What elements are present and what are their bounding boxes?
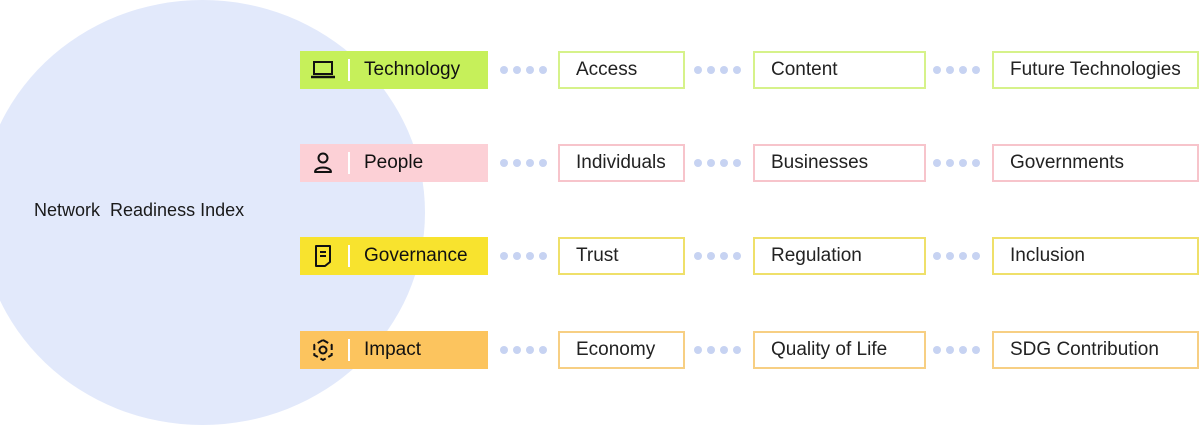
- pillar-separator: [348, 245, 350, 267]
- pillar-impact: Impact: [300, 331, 488, 369]
- sub-pillar-box: Regulation: [753, 237, 926, 275]
- pillar-technology: Technology: [300, 51, 488, 89]
- pillar-row-governance: Governance Trust Regulation Inclusion: [0, 237, 1200, 277]
- target-icon: [308, 331, 338, 369]
- pillar-row-people: People Individuals Businesses Government…: [0, 144, 1200, 184]
- connector-dots: [933, 159, 980, 167]
- connector-dots: [933, 66, 980, 74]
- connector-dots: [694, 66, 741, 74]
- nri-title: Network Readiness Index: [34, 200, 245, 220]
- connector-dots: [500, 159, 547, 167]
- connector-dots: [500, 252, 547, 260]
- pillar-separator: [348, 59, 350, 81]
- laptop-icon: [308, 51, 338, 89]
- pillar-separator: [348, 339, 350, 361]
- connector-dots: [694, 346, 741, 354]
- sub-pillar-box: Quality of Life: [753, 331, 926, 369]
- sub-pillar-box: Trust: [558, 237, 685, 275]
- pillar-row-technology: Technology Access Content Future Technol…: [0, 51, 1200, 91]
- sub-pillar-box: Economy: [558, 331, 685, 369]
- pillar-label: People: [364, 152, 424, 173]
- sub-pillar-box: Individuals: [558, 144, 685, 182]
- sub-pillar-box: Future Technologies: [992, 51, 1199, 89]
- pillar-label: Technology: [364, 59, 461, 80]
- connector-dots: [933, 252, 980, 260]
- sub-pillar-box: Businesses: [753, 144, 926, 182]
- pillar-governance: Governance: [300, 237, 488, 275]
- document-icon: [308, 237, 338, 275]
- pillar-label: Governance: [364, 245, 468, 266]
- pillar-label: Impact: [364, 339, 422, 360]
- connector-dots: [694, 159, 741, 167]
- sub-pillar-box: Access: [558, 51, 685, 89]
- connector-dots: [694, 252, 741, 260]
- sub-pillar-box: Inclusion: [992, 237, 1199, 275]
- connector-dots: [500, 66, 547, 74]
- sub-pillar-box: Governments: [992, 144, 1199, 182]
- person-icon: [308, 144, 338, 182]
- connector-dots: [500, 346, 547, 354]
- pillar-row-impact: Impact Economy Quality of Life SDG Contr…: [0, 331, 1200, 371]
- pillar-people: People: [300, 144, 488, 182]
- connector-dots: [933, 346, 980, 354]
- sub-pillar-box: SDG Contribution: [992, 331, 1199, 369]
- sub-pillar-box: Content: [753, 51, 926, 89]
- pillar-separator: [348, 152, 350, 174]
